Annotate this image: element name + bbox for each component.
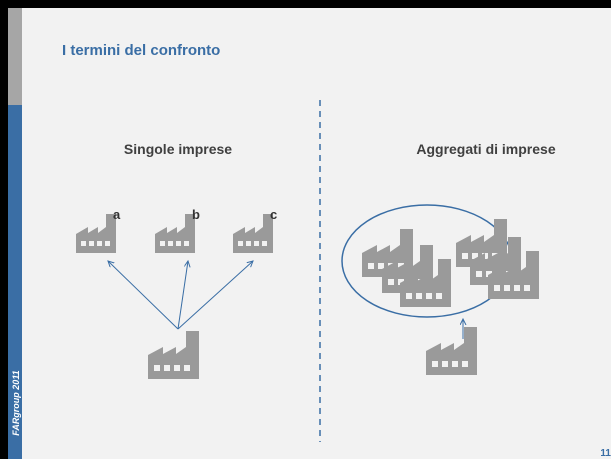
factory-cluster: [362, 219, 539, 307]
left-column-heading: Singole imprese: [123, 141, 233, 157]
slide-title: I termini del confronto: [62, 42, 221, 59]
factory-icon-c: [233, 214, 273, 253]
factory-icon-source-right: [426, 327, 477, 375]
factory-label-a: a: [113, 207, 121, 222]
comparison-diagram: a b c: [76, 100, 539, 442]
right-column-heading: Aggregati di imprese: [416, 141, 556, 157]
factory-icon-a: [76, 214, 116, 253]
sidebar-blue-band: [8, 105, 22, 459]
sidebar-gray-band: [8, 8, 22, 105]
arrow-to-c: [177, 261, 253, 330]
factory-icon-b: [155, 214, 195, 253]
factory-label-b: b: [192, 207, 200, 222]
page-number: 11: [600, 448, 611, 459]
factory-icon-source-left: [148, 331, 199, 379]
slide: FARgroup 2011 I termini del confronto Si…: [8, 8, 611, 459]
arrow-to-b: [177, 261, 188, 330]
factory-label-c: c: [270, 207, 277, 222]
arrow-to-a: [108, 261, 179, 330]
